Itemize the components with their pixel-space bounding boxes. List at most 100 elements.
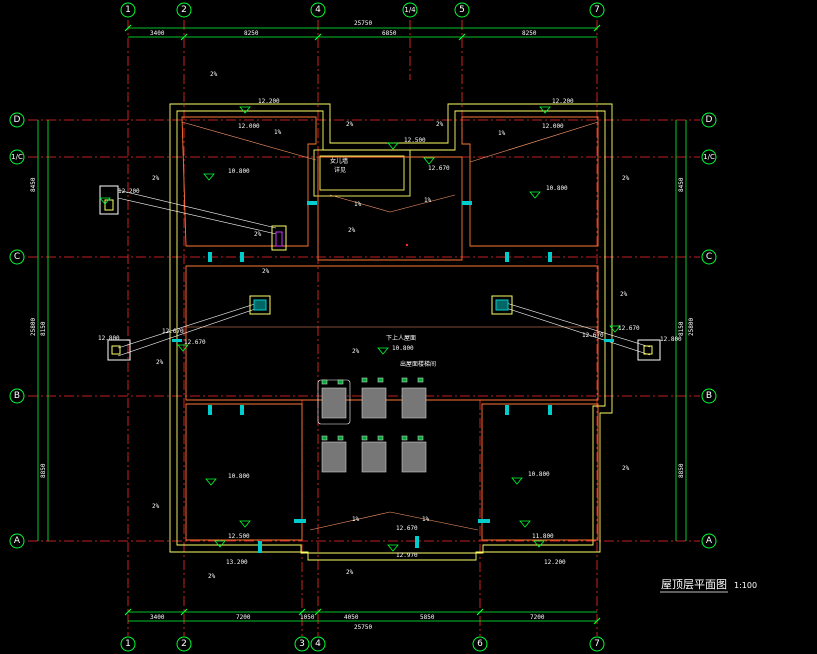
slope-label: 2%: [346, 569, 354, 576]
axis-top-6: 7: [594, 5, 600, 15]
elev-label: 10.800: [528, 471, 550, 478]
elev-label: 12.200: [258, 98, 280, 105]
drawing-scale: 1:100: [734, 581, 757, 590]
dim-top-seg-3: 6850: [382, 30, 397, 37]
slope-label: 2%: [262, 268, 270, 275]
slope-label: 2%: [254, 231, 262, 238]
axis-bottom-3: 3: [299, 639, 305, 649]
elev-label: 12.800: [98, 335, 120, 342]
slope-label: 1%: [354, 201, 362, 208]
elev-label: 12.670: [582, 332, 604, 339]
dim-top-seg-2: 8250: [244, 30, 259, 37]
dim-left-seg-1: 8450: [30, 177, 37, 192]
axis-right-1c: 1/C: [703, 153, 715, 161]
roof-hatches: [99, 185, 661, 361]
elev-label: 12.670: [184, 339, 206, 346]
dim-left-seg-3: 8850: [40, 463, 47, 478]
elev-label: 12.000: [542, 123, 564, 130]
slope-label: 2%: [620, 291, 628, 298]
dim-right-seg-3: 8850: [678, 463, 685, 478]
note-stair: 出屋面楼梯间: [400, 360, 436, 368]
axis-top-4: 1/4: [404, 6, 416, 14]
slope-label: 2%: [436, 121, 444, 128]
slope-label: 1%: [274, 129, 282, 136]
dimension-lines: [37, 24, 687, 625]
elev-label: 10.800: [228, 168, 250, 175]
elev-label: 12.500: [228, 533, 250, 540]
axis-left-b: B: [14, 391, 20, 401]
axis-left-a: A: [14, 536, 21, 546]
axis-bottom-4: 4: [315, 639, 321, 649]
dim-right-total: 25800: [688, 318, 695, 336]
elev-label: 12.670: [618, 325, 640, 332]
elev-label: 10.800: [546, 185, 568, 192]
slope-label: 2%: [346, 121, 354, 128]
dim-left-seg-2: 8150: [40, 321, 47, 336]
elev-label: 12.670: [162, 328, 184, 335]
slope-label: 1%: [422, 516, 430, 523]
slope-label: 2%: [622, 465, 630, 472]
elev-label: 12.200: [118, 188, 140, 195]
dim-right-seg-1: 8450: [678, 177, 685, 192]
axis-right-d: D: [706, 115, 713, 125]
dim-bottom-total: 25750: [354, 624, 372, 631]
dim-top-seg-1: 3400: [150, 30, 165, 37]
slope-label: 2%: [156, 359, 164, 366]
slope-label: 2%: [152, 175, 160, 182]
elev-label: 12.000: [238, 123, 260, 130]
inner-walls: [181, 116, 599, 541]
axis-bottom-5: 6: [477, 639, 483, 649]
axis-bubbles-left: [9, 112, 25, 549]
axis-left-1c: 1/C: [11, 153, 23, 161]
slope-label: 1%: [424, 197, 432, 204]
elev-label: 12.800: [660, 336, 682, 343]
slope-label: 2%: [152, 503, 160, 510]
elevation-markers: [99, 106, 621, 552]
wall-outline: [169, 103, 613, 561]
note-detail: 详见: [334, 166, 346, 174]
elev-label: 11.800: [532, 533, 554, 540]
note-roof-access: 下上人屋面: [386, 334, 416, 342]
axis-bottom-6: 7: [594, 639, 600, 649]
axis-top-3: 4: [315, 5, 321, 15]
dim-right-seg-2: 8150: [678, 321, 685, 336]
dim-top-seg-4: 8250: [522, 30, 537, 37]
dim-bottom-seg-1: 3400: [150, 614, 165, 621]
elev-label: 12.200: [544, 559, 566, 566]
axis-right-b: B: [706, 391, 712, 401]
elev-label: 12.500: [404, 137, 426, 144]
axis-left-d: D: [14, 115, 21, 125]
dim-bottom-seg-6: 7200: [530, 614, 545, 621]
leader-lines: [117, 189, 651, 357]
dim-bottom-seg-4: 4050: [344, 614, 359, 621]
axis-top-1: 1: [125, 5, 131, 15]
axis-right-c: C: [706, 252, 712, 262]
dim-bottom-seg-5: 5850: [420, 614, 435, 621]
elev-label: 12.970: [396, 552, 418, 559]
elev-label: 12.670: [396, 525, 418, 532]
axis-bubbles-bottom: [120, 636, 605, 652]
axis-left-c: C: [14, 252, 20, 262]
elev-label: 12.670: [428, 165, 450, 172]
dim-bottom-seg-3: 1050: [300, 614, 315, 621]
slope-lines: [181, 121, 599, 531]
dim-top-total: 25750: [354, 20, 372, 27]
drawing-title: 屋顶层平面图: [661, 578, 727, 591]
center-mark: [405, 243, 409, 247]
wall-joints: [172, 201, 614, 553]
slope-label: 2%: [208, 573, 216, 580]
axis-bottom-1: 1: [125, 639, 131, 649]
dim-bottom-seg-2: 7200: [236, 614, 251, 621]
slope-label: 2%: [210, 71, 218, 78]
slope-label: 2%: [622, 175, 630, 182]
dim-left-total: 25800: [30, 318, 37, 336]
slope-label: 1%: [352, 516, 360, 523]
slope-label: 1%: [498, 130, 506, 137]
axis-bubbles-right: [701, 112, 717, 549]
axis-bottom-2: 2: [181, 639, 187, 649]
elev-label: 10.800: [392, 345, 414, 352]
slope-label: 2%: [352, 348, 360, 355]
axis-right-a: A: [706, 536, 713, 546]
elev-label: 12.200: [552, 98, 574, 105]
